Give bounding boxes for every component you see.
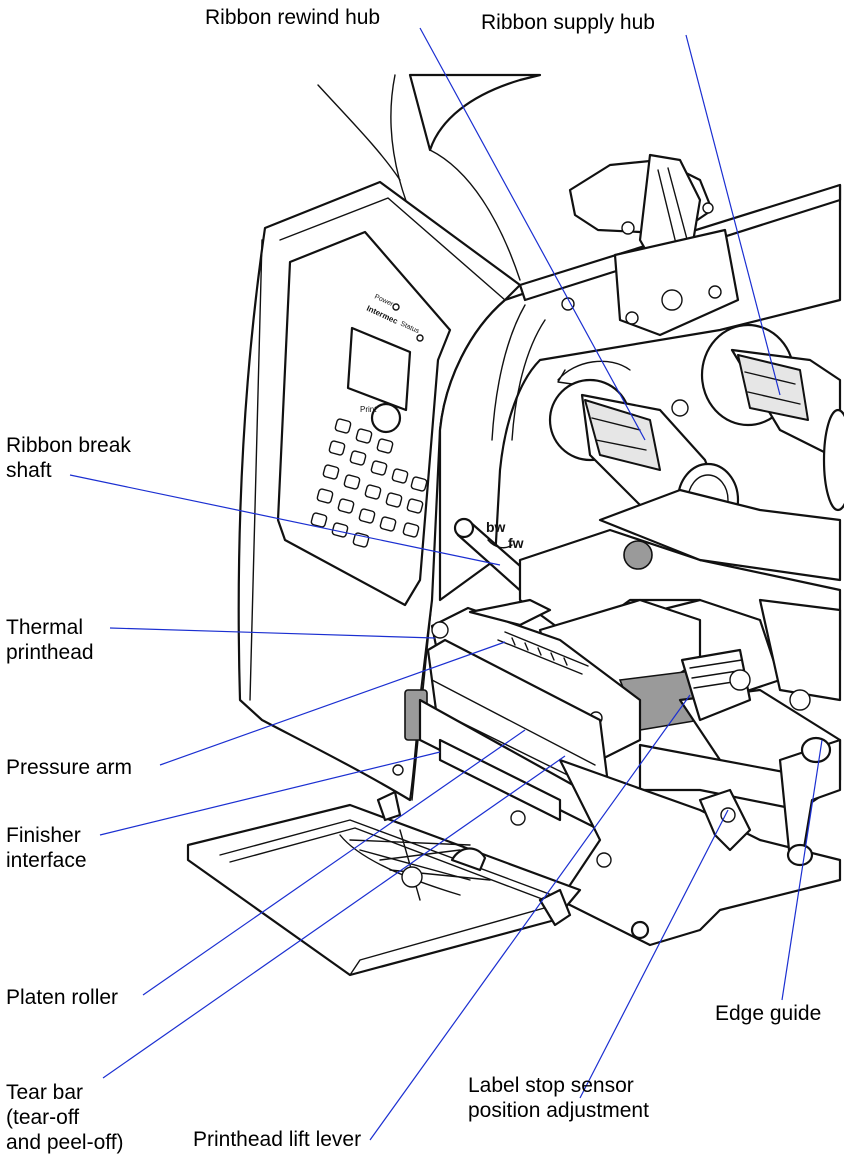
label-thermal-printhead-line-2: printhead	[6, 641, 94, 664]
power-indicator	[392, 303, 400, 311]
label-ribbon-break-shaft-line-2: shaft	[6, 459, 52, 482]
control-panel: Power Status Intermec Print	[276, 230, 452, 607]
label-ribbon-supply-hub: Ribbon supply hub	[481, 11, 655, 34]
print-button	[370, 402, 402, 434]
tear-tray	[186, 790, 582, 977]
label-tear-bar-line-2: (tear-off	[6, 1106, 80, 1129]
direction-fw-label: fw	[508, 535, 524, 551]
label-stop-sensor	[698, 788, 752, 852]
direction-bw-label: bw	[486, 519, 506, 535]
label-tear-bar-line-3: and peel-off)	[6, 1131, 124, 1154]
top-bracket	[561, 153, 740, 337]
status-indicator	[416, 334, 424, 342]
label-thermal-printhead: Thermal printhead	[6, 615, 94, 665]
leader-thermal-printhead	[109, 627, 436, 639]
label-platen-roller: Platen roller	[6, 986, 119, 1009]
ribbon-supply-hub	[700, 323, 844, 512]
leader-ribbon-rewind-hub	[419, 27, 646, 441]
leader-ribbon-supply-hub	[685, 34, 781, 396]
leader-label-stop-sensor	[579, 809, 729, 1099]
leader-edge-guide	[781, 739, 823, 1001]
label-ribbon-rewind-hub: Ribbon rewind hub	[205, 6, 381, 29]
label-finisher-interface-line-2: interface	[6, 849, 87, 872]
print-mechanism	[518, 488, 842, 792]
label-ribbon-break-shaft: Ribbon break shaft	[6, 433, 131, 483]
label-finisher-interface: Finisher interface	[6, 823, 87, 873]
leader-printhead-lift-lever	[369, 694, 691, 1141]
edge-guide	[778, 736, 842, 867]
label-finisher-interface-line-1: Finisher	[6, 824, 81, 847]
leader-pressure-arm	[159, 641, 506, 766]
label-label-stop-sensor-line-1: Label stop sensor	[468, 1074, 634, 1097]
label-pressure-arm: Pressure arm	[6, 756, 133, 779]
label-tear-bar: Tear bar (tear-off and peel-off)	[6, 1080, 124, 1155]
leader-ribbon-break-shaft	[69, 474, 501, 566]
leader-tear-bar	[102, 755, 566, 1079]
keypad	[310, 418, 428, 548]
rewind-direction-arrow	[557, 360, 631, 381]
label-tear-bar-line-1: Tear bar	[6, 1081, 84, 1104]
display-window	[346, 326, 412, 412]
leader-lines	[69, 27, 823, 1141]
platen-finisher	[392, 698, 614, 832]
label-label-stop-sensor: Label stop sensor position adjustment	[468, 1073, 649, 1123]
print-button-label: Print	[360, 405, 377, 414]
leader-finisher-interface	[99, 751, 441, 836]
label-thermal-printhead-line-1: Thermal	[6, 616, 84, 639]
label-label-stop-sensor-line-2: position adjustment	[468, 1099, 649, 1122]
leader-platen-roller	[142, 729, 526, 996]
label-edge-guide: Edge guide	[715, 1002, 822, 1025]
label-printhead-lift-lever: Printhead lift lever	[193, 1128, 362, 1151]
label-ribbon-break-shaft-line-1: Ribbon break	[6, 434, 131, 457]
